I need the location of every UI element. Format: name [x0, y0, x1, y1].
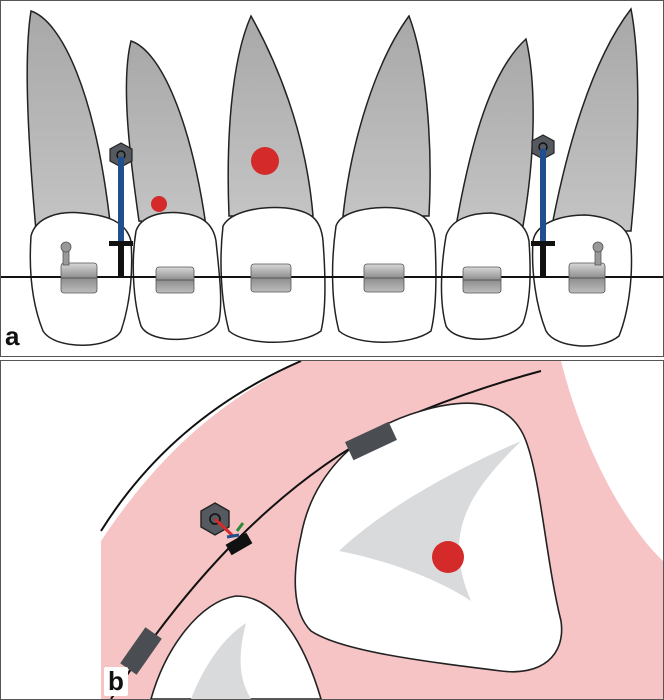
tooth-root-1	[26, 10, 112, 232]
panel-b: b	[0, 360, 664, 700]
bracket-icon	[345, 421, 397, 461]
tooth-root-3	[227, 14, 314, 217]
bracket-icon	[225, 532, 253, 556]
panel-b-illustration	[100, 361, 663, 699]
panel-a-illustration	[1, 7, 663, 347]
miniscrew-left	[109, 142, 133, 278]
force-vector-blue	[226, 533, 240, 539]
center-of-resistance-marker	[432, 541, 464, 573]
tooth-root-5	[455, 37, 534, 227]
center-of-resistance-marker-1	[151, 196, 167, 212]
tooth-cusp-shadow	[339, 441, 521, 601]
force-vector-green	[235, 522, 245, 532]
panel-a: a	[0, 0, 664, 357]
bracket-icon	[120, 627, 162, 675]
panel-label-b: b	[104, 667, 128, 696]
bracket-slot-lines	[61, 277, 605, 281]
miniscrew-right	[531, 134, 555, 278]
buccal-tube-icon	[60, 241, 604, 266]
tooth-cusp-shadow-small	[191, 623, 251, 699]
tooth-root-4	[342, 14, 431, 217]
tooth-root-6	[550, 7, 639, 232]
force-vector-red	[213, 517, 235, 538]
tooth-root-2	[125, 40, 207, 227]
outer-arch-line	[100, 361, 302, 532]
panel-label-a: a	[5, 321, 20, 351]
center-of-resistance-marker-2	[251, 147, 279, 175]
